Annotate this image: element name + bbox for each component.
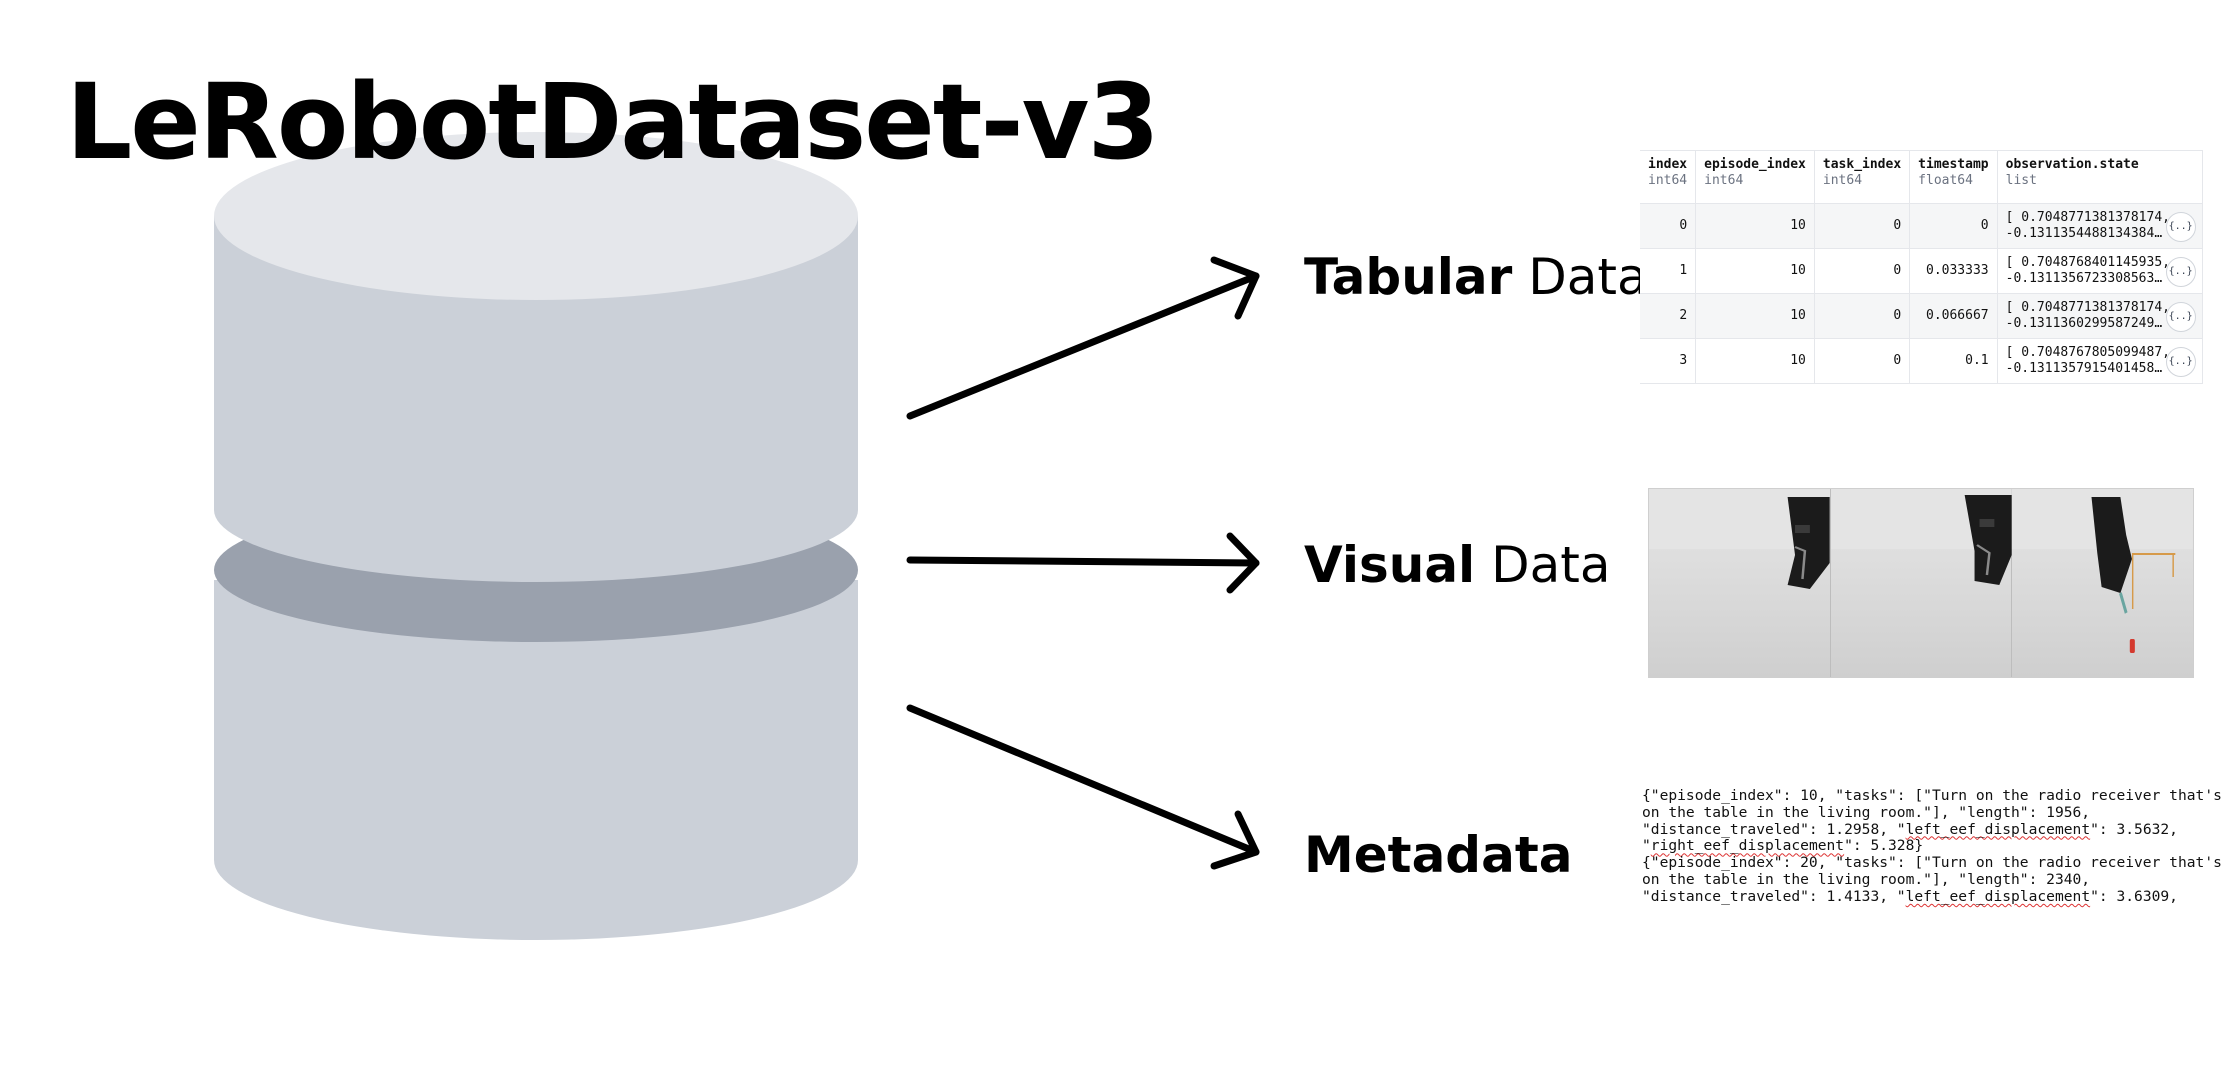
cell-timestamp: 0.1: [1909, 338, 1998, 384]
metadata-text: ": 3.5632,: [2090, 820, 2178, 838]
cell-index: 2: [1640, 293, 1697, 339]
cylinder-upper-body: [214, 216, 858, 582]
column-name: timestamp: [1918, 157, 1989, 172]
visual-data-label: Visual Data: [1304, 540, 1611, 590]
column-name: episode_index: [1704, 157, 1806, 172]
cell-episode-index: 10: [1695, 293, 1815, 339]
visual-data-frames: [1648, 488, 2194, 678]
camera-frame-3: [2012, 489, 2194, 677]
state-line-2: -0.1311356723308563…: [2005, 271, 2163, 286]
metadata-text: "distance_traveled": 1.2958, ": [1642, 820, 1906, 838]
page-title: LeRobotDataset-v3: [66, 61, 1160, 183]
column-dtype: int64: [1704, 173, 1744, 188]
state-line-2: -0.1311354488134384…: [2005, 226, 2163, 241]
cell-observation-state: [ 0.7048767805099487,-0.1311357915401458…: [1997, 338, 2203, 384]
metadata-text: on the table in the living room."], "len…: [1642, 803, 2091, 821]
metadata-line: "distance_traveled": 1.2958, "left_eef_d…: [1642, 820, 2228, 839]
expand-json-button[interactable]: {..}: [2165, 257, 2196, 287]
cell-observation-state: [ 0.7048768401145935,-0.1311356723308563…: [1997, 248, 2203, 294]
column-dtype: list: [2005, 173, 2037, 188]
metadata-line: on the table in the living room."], "len…: [1642, 803, 2228, 822]
cell-index: 3: [1640, 338, 1697, 384]
metadata-text: "distance_traveled": 1.4133, ": [1642, 887, 1906, 905]
cylinder-lower-body: [214, 580, 858, 940]
column-dtype: float64: [1918, 173, 1973, 188]
arrow-to-tabular-head: [1210, 256, 1260, 320]
metadata-text: {"episode_index": 10, "tasks": ["Turn on…: [1642, 787, 2222, 804]
cell-episode-index: 10: [1695, 203, 1815, 249]
misspelled-word: left_eef_displacement: [1905, 820, 2091, 838]
cell-task-index: 0: [1814, 293, 1911, 339]
metadata-text: on the table in the living room."], "len…: [1642, 870, 2091, 888]
table-row: 0 10 0 0 [ 0.7048771381378174,-0.1311354…: [1640, 203, 2203, 249]
metadata-line: on the table in the living room."], "len…: [1642, 870, 2228, 889]
cell-index: 1: [1640, 248, 1697, 294]
state-line-2: -0.1311357915401458…: [2005, 361, 2163, 376]
cylinder-top: [214, 132, 858, 300]
database-cylinder-icon: [214, 132, 858, 940]
metadata-text: ": [1642, 837, 1651, 855]
cell-index: 0: [1640, 203, 1697, 249]
column-dtype: int64: [1822, 173, 1863, 188]
cell-task-index: 0: [1814, 203, 1911, 249]
arrow-to-visual-head: [1226, 532, 1260, 594]
camera-frame-2: [1830, 489, 2013, 677]
metadata-line: "distance_traveled": 1.4133, "left_eef_d…: [1642, 887, 2228, 906]
metadata-text: ": 5.328}: [1844, 837, 1924, 855]
visual-label-rest: Data: [1491, 536, 1611, 594]
table-row: 3 10 0 0.1 [ 0.7048767805099487,-0.13113…: [1640, 338, 2203, 384]
expand-json-button[interactable]: {..}: [2165, 302, 2196, 332]
column-name: task_index: [1822, 157, 1902, 172]
cell-task-index: 0: [1814, 248, 1911, 294]
metadata-text: ": 3.6309,: [2090, 887, 2178, 905]
misspelled-word: right_eef_displacement: [1650, 837, 1845, 855]
camera-frame-1: [1649, 489, 1831, 677]
metadata-json-text: {"episode_index": 10, "tasks": ["Turn on…: [1642, 787, 2228, 906]
cell-timestamp: 0.066667: [1909, 293, 1998, 339]
visual-label-bold: Visual: [1304, 536, 1476, 594]
misspelled-word: left_eef_displacement: [1905, 887, 2091, 905]
metadata-label-bold: Metadata: [1304, 826, 1573, 884]
metadata-label: Metadata: [1304, 830, 1572, 880]
cell-timestamp: 0: [1909, 203, 1998, 249]
arrow-to-metadata-head: [1210, 810, 1260, 870]
table-row: 1 10 0 0.033333 [ 0.7048768401145935,-0.…: [1640, 248, 2203, 294]
column-name: observation.state: [2005, 157, 2139, 172]
state-line-1: [ 0.7048771381378174,: [2005, 300, 2170, 315]
expand-json-button[interactable]: {..}: [2165, 212, 2196, 242]
state-line-2: -0.1311360299587249…: [2005, 316, 2163, 331]
cell-observation-state: [ 0.7048771381378174,-0.1311360299587249…: [1997, 293, 2203, 339]
column-name: index: [1648, 157, 1688, 172]
tabular-data-label: Tabular Data: [1304, 252, 1648, 302]
robot-arm-image: [2012, 489, 2194, 653]
cell-episode-index: 10: [1695, 338, 1815, 384]
cell-observation-state: [ 0.7048771381378174,-0.1311354488134384…: [1997, 203, 2203, 249]
tabular-label-rest: Data: [1528, 248, 1648, 306]
expand-json-button[interactable]: {..}: [2165, 347, 2196, 377]
tabular-label-bold: Tabular: [1304, 248, 1513, 306]
robot-arm-image: [1830, 489, 2012, 585]
cell-task-index: 0: [1814, 338, 1911, 384]
state-line-1: [ 0.7048768401145935,: [2005, 255, 2170, 270]
state-line-1: [ 0.7048767805099487,: [2005, 345, 2170, 360]
cell-timestamp: 0.033333: [1909, 248, 1998, 294]
metadata-line: {"episode_index": 10, "tasks": ["Turn on…: [1642, 787, 2228, 805]
cell-episode-index: 10: [1695, 248, 1815, 294]
robot-arm-image: [1649, 489, 1830, 589]
state-line-1: [ 0.7048771381378174,: [2005, 210, 2170, 225]
column-dtype: int64: [1648, 173, 1688, 188]
metadata-line: "right_eef_displacement": 5.328}: [1642, 837, 2228, 855]
table-row: 2 10 0 0.066667 [ 0.7048771381378174,-0.…: [1640, 293, 2203, 339]
metadata-text: {"episode_index": 20, "tasks": ["Turn on…: [1642, 854, 2222, 872]
metadata-line: {"episode_index": 20, "tasks": ["Turn on…: [1642, 854, 2228, 872]
